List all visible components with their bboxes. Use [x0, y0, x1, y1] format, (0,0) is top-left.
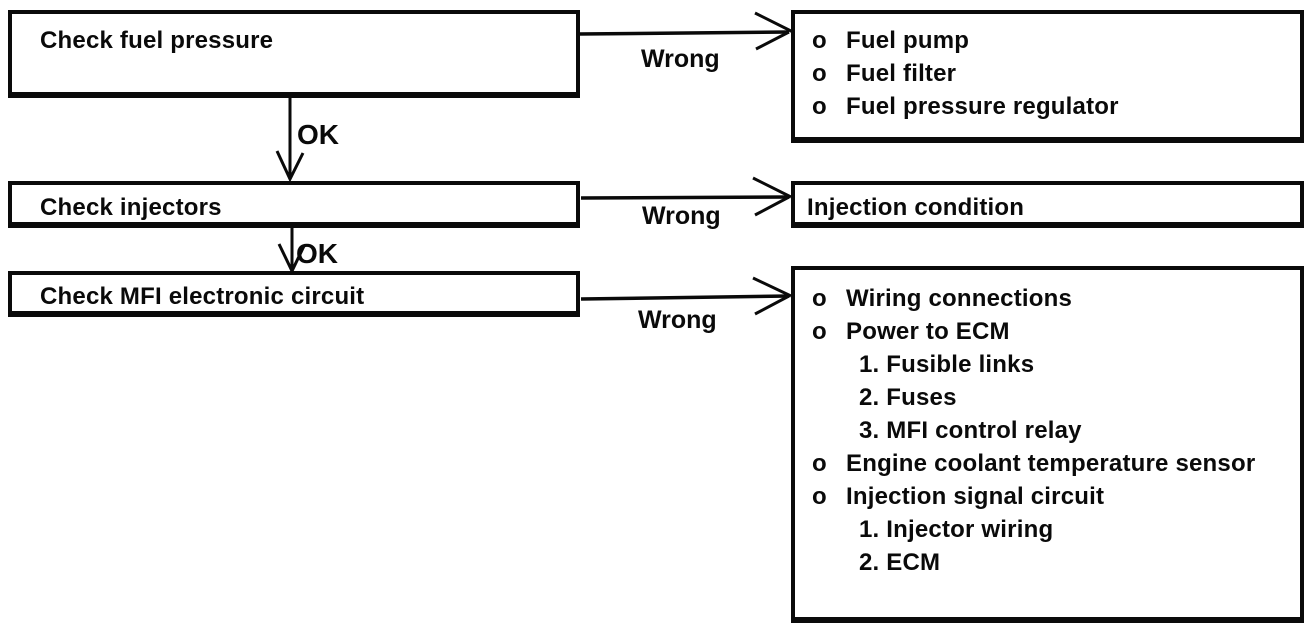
bullet-marker: o: [812, 483, 827, 510]
bullet-marker: o: [812, 60, 827, 87]
edge-label-wrong-1: Wrong: [641, 45, 720, 73]
step-label: Check fuel pressure: [40, 27, 274, 54]
edge-label-ok-1: OK: [297, 119, 339, 150]
result-box-injection-condition: Injection condition: [791, 181, 1304, 228]
list-subitem: 2. Fuses: [795, 381, 1300, 414]
list-item: o Wiring connections: [795, 282, 1300, 315]
arrow-wrong-2-head: [752, 176, 792, 217]
list-item-text: Wiring connections: [846, 285, 1073, 312]
bullet-marker: o: [812, 285, 827, 312]
list-item: o Fuel pump: [795, 24, 1300, 57]
list-subitem: 1. Fusible links: [795, 348, 1300, 381]
arrow-ok-1-head: [275, 150, 305, 183]
list-item-text: 2. ECM: [859, 549, 941, 576]
arrow-wrong-1-head: [754, 11, 794, 51]
edge-label-wrong-2: Wrong: [642, 202, 721, 230]
step-box-check-injectors: Check injectors: [8, 181, 580, 228]
bullet-marker: o: [812, 450, 827, 477]
arrow-wrong-3-head: [752, 276, 792, 316]
bullet-marker: o: [812, 93, 827, 120]
list-item-text: 2. Fuses: [859, 384, 957, 411]
list-item: o Fuel pressure regulator: [795, 90, 1300, 123]
bullet-marker: o: [812, 27, 827, 54]
list-item: o Fuel filter: [795, 57, 1300, 90]
result-box-fuel-system: o Fuel pump o Fuel filter o Fuel pressur…: [791, 10, 1304, 143]
step-label: Check injectors: [40, 194, 222, 221]
bullet-marker: o: [812, 318, 827, 345]
arrow-wrong-2-line: [580, 195, 790, 200]
list-item-text: 3. MFI control relay: [859, 417, 1082, 444]
list-item: o Power to ECM: [795, 315, 1300, 348]
list-subitem: 2. ECM: [795, 546, 1300, 579]
list-item-text: Fuel pump: [846, 27, 970, 54]
edge-label-wrong-3: Wrong: [638, 306, 717, 334]
list-item-text: Injection signal circuit: [846, 483, 1105, 510]
arrow-wrong-3-line: [580, 294, 790, 301]
edge-label-ok-2: OK: [296, 238, 338, 269]
list-subitem: 3. MFI control relay: [795, 414, 1300, 447]
list-item-text: Engine coolant temperature sensor: [846, 450, 1256, 477]
step-box-check-fuel-pressure: Check fuel pressure: [8, 10, 580, 98]
list-item-text: Power to ECM: [846, 318, 1010, 345]
step-label: Check MFI electronic circuit: [40, 283, 365, 310]
list-item: o Injection signal circuit: [795, 480, 1300, 513]
list-item-text: Fuel pressure regulator: [846, 93, 1119, 120]
list-item-text: 1. Injector wiring: [859, 516, 1054, 543]
list-item-text: Fuel filter: [846, 60, 957, 87]
list-subitem: 1. Injector wiring: [795, 513, 1300, 546]
step-box-check-mfi-circuit: Check MFI electronic circuit: [8, 271, 580, 317]
result-box-mfi-circuit: o Wiring connections o Power to ECM 1. F…: [791, 266, 1304, 623]
arrow-wrong-1-line: [578, 30, 790, 36]
list-item: o Engine coolant temperature sensor: [795, 447, 1300, 480]
result-title: Injection condition: [807, 194, 1025, 221]
list-item-text: 1. Fusible links: [859, 351, 1035, 378]
